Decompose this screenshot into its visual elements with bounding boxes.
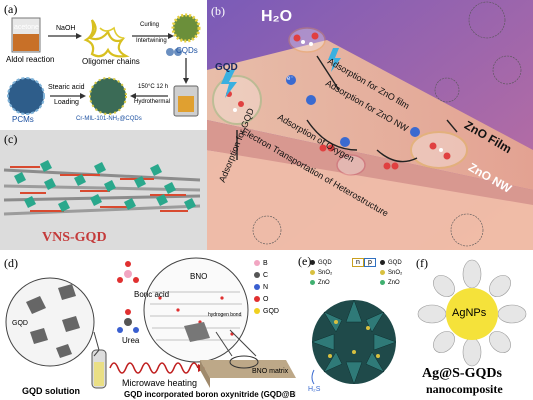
nanocomposite-title: nanocomposite <box>426 382 503 396</box>
gqd-small-label: GQD <box>12 320 28 327</box>
element-legend-label: B <box>263 260 268 267</box>
microwave-heating-label: Microwave heating <box>122 378 198 388</box>
intertwining-label: Intertwining <box>136 38 167 44</box>
element-legend-label: C <box>263 272 269 279</box>
element-legend-label: O <box>263 296 269 303</box>
gqd-solution-label: GQD solution <box>22 386 80 396</box>
legend-right-label: GQD <box>388 260 402 266</box>
bno-matrix-label: BNO matrix <box>252 368 289 375</box>
panel-e-label: (e) <box>298 254 312 268</box>
legend-left-label: SnO₂ <box>318 270 333 276</box>
stearic-acid-label: Stearic acid <box>48 84 85 91</box>
agnps-label: AgNPs <box>452 307 487 319</box>
composite-label: Cr-MIL-101-NH₂@CQDs <box>76 116 142 122</box>
oligomer-chains-label: Oligomer chains <box>82 57 140 66</box>
naoh-label: NaOH <box>56 25 76 32</box>
element-legend-swatch <box>254 272 260 279</box>
panel-c-label: (c) <box>4 132 18 146</box>
element-legend-item: N <box>254 282 279 294</box>
element-legend-swatch <box>254 308 260 315</box>
legend-left-item: GQD <box>310 258 332 268</box>
panel-d-label: (d) <box>4 256 18 270</box>
hydrogen-bond-label: hydrogen bond <box>208 312 242 318</box>
element-legend-swatch <box>254 296 260 303</box>
panel-a-illustration <box>7 13 201 117</box>
boric-acid-label: Boric acid <box>134 290 170 299</box>
legend-left-item: ZnO <box>310 278 332 288</box>
legend-left: GQD SnO₂ ZnO <box>310 258 332 288</box>
nanoflower-illustration <box>311 299 397 385</box>
water-label: H₂O <box>261 8 293 25</box>
panel-a-label: (a) <box>4 2 18 16</box>
panel-f-label: (f) <box>416 256 428 270</box>
box-n: n <box>352 258 364 267</box>
vns-gqd-caption: VNS-GQD <box>42 230 107 245</box>
legend-left-swatch <box>310 279 315 285</box>
aldol-reaction-label: Aldol reaction <box>6 55 55 64</box>
ag-s-gqds-title: Ag@S-GQDs <box>422 366 502 381</box>
panel-b: (b) H₂O GQD Adsorption for ZnO film Adso… <box>207 0 533 250</box>
element-legend-label: N <box>263 284 269 291</box>
legend-right-item: ZnO <box>380 278 402 288</box>
element-legend-item: O <box>254 294 279 306</box>
pcms-label: PCMs <box>12 115 34 124</box>
gqd-bno-caption: GQD incorporated boron oxynitride (GQD@B… <box>124 390 296 399</box>
legend-left-label: ZnO <box>318 280 330 286</box>
panel-c: (c) VNS-GQD <box>0 130 207 250</box>
box-p: p <box>364 258 376 267</box>
hydrothermal-label: Hydrothermal <box>134 99 171 105</box>
acetone-label: acetone <box>14 24 39 31</box>
legend-right-label: ZnO <box>388 280 400 286</box>
legend-left-label: GQD <box>318 260 332 266</box>
panel-f: (f) AgNPs Ag@S-GQDs nanocomposite <box>412 252 533 400</box>
element-legend-item: GQD <box>254 306 279 318</box>
panel-d: (d) Boric acid <box>0 252 296 400</box>
legend-right: GQD SnO₂ ZnO <box>380 258 402 288</box>
cqds-label: CQDs <box>176 46 198 55</box>
loading-label: Loading <box>54 99 79 106</box>
hydrothermal-temp-label: 150°C 12 h <box>138 84 169 90</box>
bno-label: BNO <box>190 272 208 281</box>
agnps-illustration <box>417 259 527 367</box>
legend-right-item: SnO₂ <box>380 268 402 278</box>
element-legend-item: B <box>254 258 279 270</box>
vns-gqd-illustration <box>3 160 201 216</box>
legend-right-item: GQD <box>380 258 402 268</box>
legend-left-item: SnO₂ <box>310 268 332 278</box>
legend-right-swatch <box>380 259 385 265</box>
element-legend-item: C <box>254 270 279 282</box>
element-legend-swatch <box>254 284 260 291</box>
heterostructure-illustration <box>207 0 533 250</box>
gqd-label: GQD <box>215 62 238 73</box>
legend-left-swatch <box>310 259 315 265</box>
legend-right-swatch <box>380 279 385 285</box>
legend-left-swatch <box>310 269 315 275</box>
h2s-label: H₂S <box>308 386 321 393</box>
gqd-bno-illustration <box>5 257 296 389</box>
element-legend-label: GQD <box>263 308 279 315</box>
curling-label: Curling <box>140 22 160 28</box>
urea-label: Urea <box>122 336 140 345</box>
legend-right-label: SnO₂ <box>388 270 403 276</box>
legend-right-swatch <box>380 269 385 275</box>
panel-e: (e) GQD SnO₂ ZnO GQD SnO₂ ZnO n p H₂S <box>296 252 412 400</box>
panel-a: (a) acetone Ald <box>0 0 207 128</box>
element-legend-swatch <box>254 260 260 267</box>
electron-label: e⁻ <box>287 76 294 82</box>
panel-b-label: (b) <box>211 4 225 18</box>
